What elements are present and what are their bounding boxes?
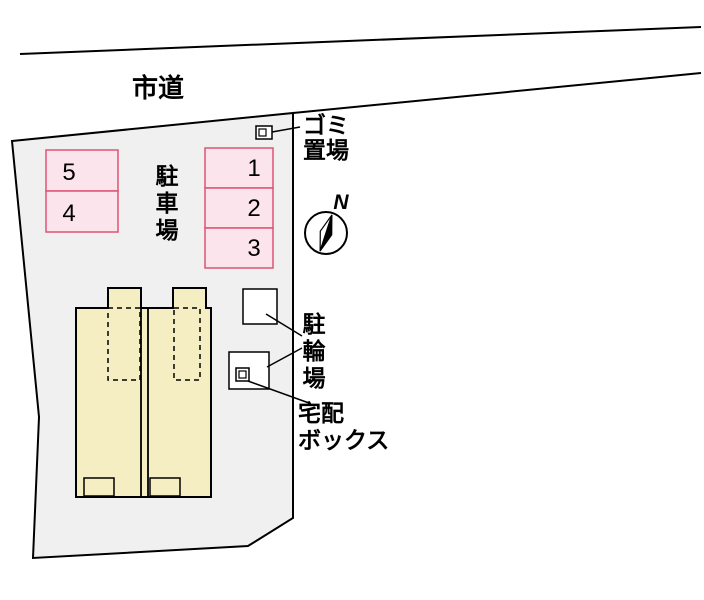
bicycle-leader-line-lower [266, 347, 303, 368]
stall-number-5: 5 [62, 159, 75, 186]
building-dashed-area-left [107, 307, 141, 381]
parking-stall-5 [45, 149, 119, 192]
parking-stall-3 [204, 227, 274, 269]
stall-number-2: 2 [247, 195, 260, 222]
building-porch-right [149, 477, 181, 497]
parking-stall-2 [204, 187, 274, 229]
stall-number-3: 3 [247, 235, 260, 262]
parking-stall-1 [204, 147, 274, 189]
garbage-label-line-2: 置場 [303, 137, 349, 163]
compass-needle-icon [319, 214, 333, 252]
parking-lot-label-char-3: 場 [156, 217, 179, 243]
garbage-box-icon [255, 125, 273, 140]
stall-number-1: 1 [247, 155, 260, 182]
road-lower-edge [292, 72, 702, 114]
delivery-box-icon-inner [238, 370, 247, 379]
parking-lot-label-char-1: 駐 [156, 163, 179, 189]
road-upper-edge [19, 26, 702, 55]
compass-needle-black-half [319, 214, 333, 252]
garbage-box-icon-inner [258, 128, 267, 137]
delivery-box-label-line-1: 宅配 [298, 400, 344, 426]
garbage-leader-line [271, 126, 301, 133]
garbage-label-line-1: ゴミ [303, 112, 349, 138]
parking-lot-label-char-2: 車 [156, 190, 179, 216]
building-dashed-area-right [173, 307, 201, 381]
bicycle-label-char-2: 輪 [303, 338, 327, 364]
delivery-box-icon [235, 367, 250, 382]
building-outline [75, 287, 212, 498]
bicycle-label-char-1: 駐 [303, 311, 326, 337]
north-label: N [333, 191, 349, 214]
building-porch-left [83, 477, 115, 497]
road-label: 市道 [132, 73, 184, 103]
bicycle-leader-line-upper [265, 313, 303, 337]
parking-stall-4 [45, 190, 119, 233]
bicycle-area-upper [242, 288, 278, 325]
bicycle-label-char-3: 場 [303, 365, 326, 391]
delivery-box-leader-line [247, 380, 310, 404]
stall-number-4: 4 [62, 200, 75, 227]
delivery-box-label-line-2: ボックス [298, 427, 389, 453]
